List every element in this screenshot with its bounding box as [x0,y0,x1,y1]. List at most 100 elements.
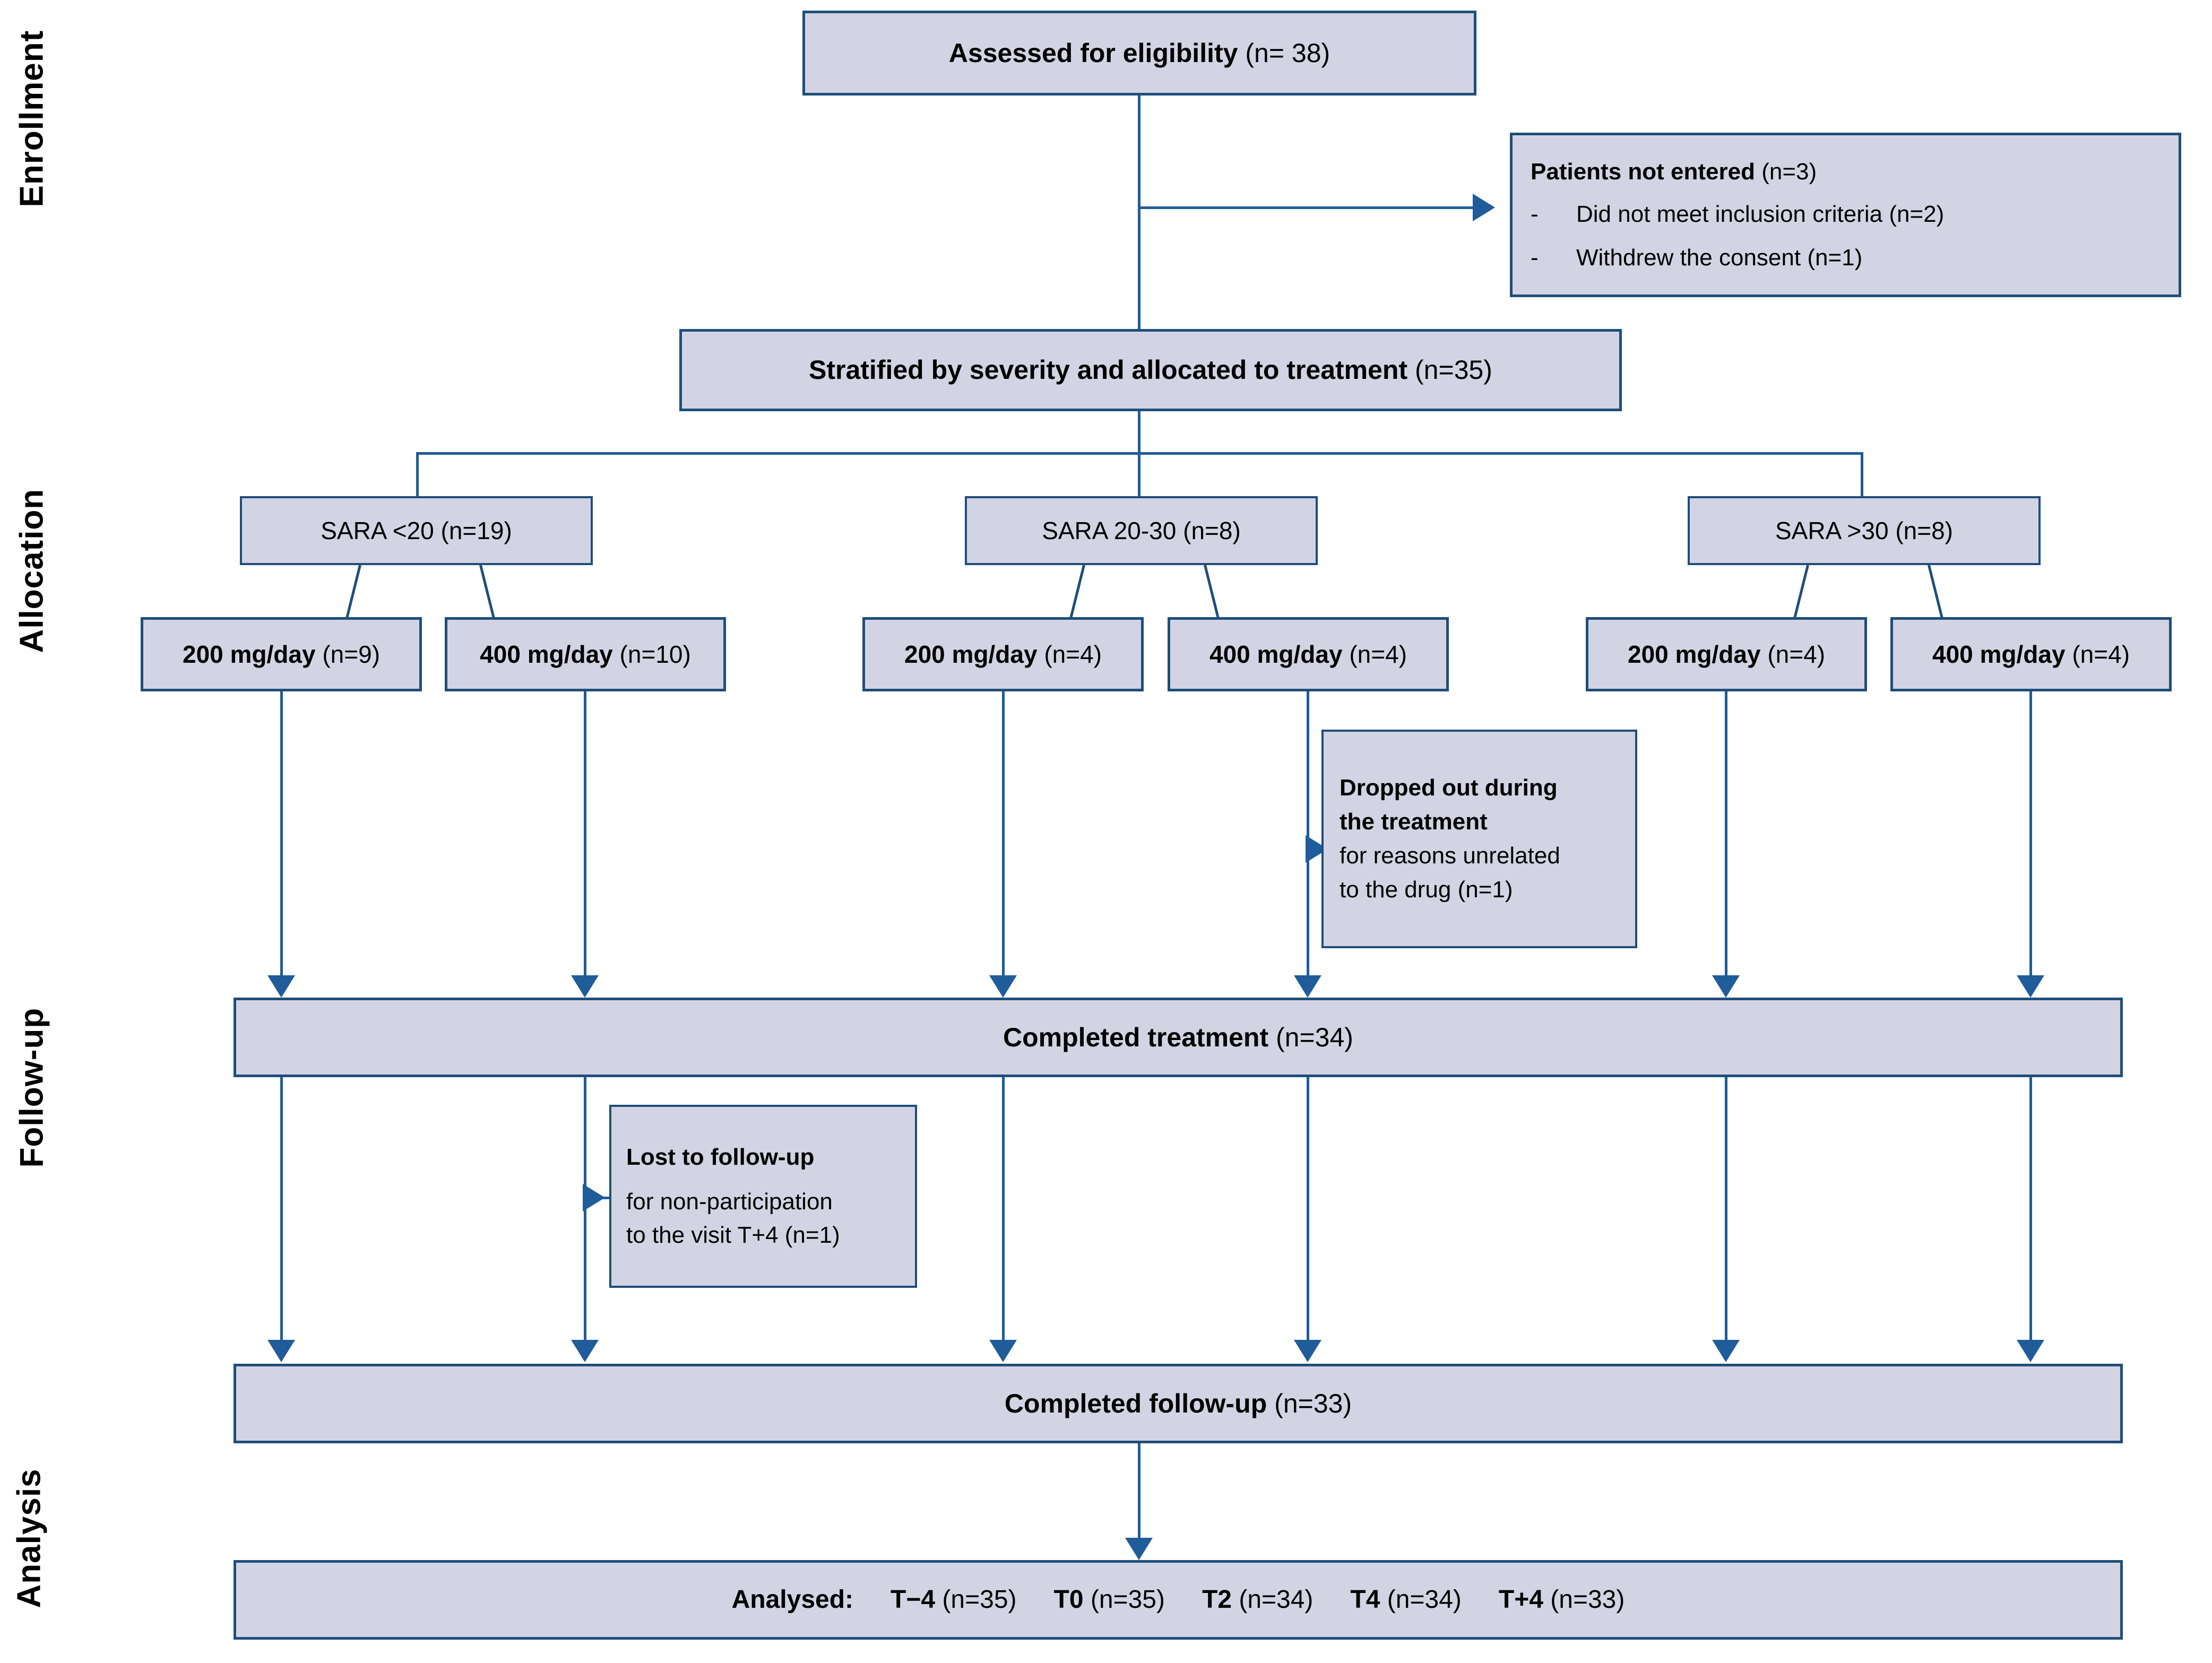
phase-label-followup: Follow-up [13,998,51,1168]
not-entered-heading: Patients not entered [1531,159,1755,185]
connector-stratified-stem [1138,411,1140,501]
bullet-dash-icon: - [1531,201,1539,228]
connector-assessed-to-stratified [1138,96,1140,329]
arrowhead-to-lost-to-followup [583,1184,605,1211]
analysed-timepoint-4: T4 (n=34) [1350,1581,1461,1618]
analysed-timepoint-1: T−4 (n=35) [891,1581,1016,1618]
list-item: - Withdrew the consent (n=1) [1531,241,2161,275]
phase-label-allocation-text: Allocation [13,488,50,653]
list-item: - Did not meet inclusion criteria (n=2) [1531,197,2161,231]
analysed-tp-4-name: T4 [1350,1586,1380,1614]
arm-1-count: (n=9) [322,640,381,668]
analysed-tp-4-count: (n=34) [1387,1586,1462,1614]
arm-5-count: (n=4) [1767,640,1826,668]
analysed-timepoint-2: T0 (n=35) [1054,1581,1165,1618]
arrowhead-ct-col-2 [571,1340,599,1362]
box-completed-treatment: Completed treatment (n=34) [234,998,2123,1077]
connector-ct-col-5 [1725,1077,1727,1342]
connector-bus-to-sara-lt-20 [416,452,419,503]
assessed-count: (n= 38) [1245,38,1330,68]
arm-6-dose: 400 mg/day [1932,640,2066,668]
lost-to-followup-line-3: to the visit T+4 (n=1) [626,1222,840,1249]
connector-ct-col-4 [1307,1077,1309,1342]
box-sara-lt-20: SARA <20 (n=19) [240,496,593,565]
connector-assessed-to-not-entered [1138,206,1475,209]
phase-label-analysis-text: Analysis [11,1468,48,1608]
box-arm-3-200mg: 200 mg/day (n=4) [862,617,1144,691]
connector-bus-to-sara-gt-30 [1861,452,1863,503]
arm-2-dose: 400 mg/day [480,640,613,668]
arm-4-count: (n=4) [1349,640,1407,668]
analysed-tp-2-name: T0 [1053,1586,1084,1614]
completed-treatment-label: Completed treatment [1003,1022,1269,1052]
sara-20-30-label: SARA 20-30 (n=8) [1042,516,1241,544]
arrowhead-arm-4 [1294,975,1321,998]
phase-label-followup-text: Follow-up [13,1007,50,1168]
analysed-tp-3-count: (n=34) [1239,1586,1314,1614]
box-arm-6-400mg: 400 mg/day (n=4) [1890,617,2172,691]
arrowhead-arm-1 [267,975,295,998]
connector-ct-col-3 [1002,1077,1005,1342]
connector-arm-5-to-completed-treatment [1725,691,1727,978]
not-entered-reason-list: - Did not meet inclusion criteria (n=2) … [1531,197,2161,275]
arm-3-dose: 200 mg/day [904,640,1038,668]
phase-label-analysis: Analysis [11,1433,48,1608]
connector-allocation-bus [416,452,1863,455]
connector-arm-2-to-completed-treatment [584,691,586,978]
box-completed-followup: Completed follow-up (n=33) [234,1364,2123,1443]
phase-label-allocation: Allocation [13,478,51,653]
not-entered-reason-2: Withdrew the consent (n=1) [1576,244,1863,271]
connector-followup-to-analysed [1138,1443,1140,1541]
analysed-tp-1-count: (n=35) [942,1586,1017,1614]
completed-followup-label: Completed follow-up [1004,1388,1267,1418]
arrowhead-ct-col-4 [1294,1340,1321,1362]
stratified-count: (n=35) [1415,355,1492,385]
arrowhead-to-analysed [1125,1538,1153,1560]
analysed-label: Analysed: [731,1586,854,1614]
arm-1-dose: 200 mg/day [182,640,316,668]
dropped-out-line-2: the treatment [1340,809,1488,835]
box-assessed-for-eligibility: Assessed for eligibility (n= 38) [802,11,1476,96]
arrowhead-ct-col-5 [1712,1340,1740,1362]
bullet-dash-icon: - [1531,244,1539,271]
connector-arm-3-to-completed-treatment [1002,691,1005,978]
box-dropped-out-during-treatment: Dropped out during the treatment for rea… [1321,730,1637,948]
arrowhead-to-not-entered [1473,194,1495,221]
lost-to-followup-line-1: Lost to follow-up [626,1144,815,1170]
connector-ct-col-6 [2029,1077,2032,1342]
analysed-tp-5-name: T+4 [1498,1586,1543,1614]
connector-arm-1-to-completed-treatment [280,691,283,978]
arrowhead-arm-5 [1712,975,1740,998]
not-entered-count: (n=3) [1761,159,1817,185]
box-lost-to-followup: Lost to follow-up for non-participation … [609,1105,917,1288]
arrowhead-ct-col-3 [989,1340,1017,1362]
box-sara-20-30: SARA 20-30 (n=8) [965,496,1318,565]
arm-2-count: (n=10) [619,640,691,668]
analysed-tp-2-count: (n=35) [1090,1586,1165,1614]
analysed-timepoint-5: T+4 (n=33) [1499,1581,1625,1618]
analysed-tp-1-name: T−4 [891,1586,936,1614]
stratified-label: Stratified by severity and allocated to … [809,355,1408,385]
arm-3-count: (n=4) [1044,640,1102,668]
box-analysed: Analysed: T−4 (n=35) T0 (n=35) T2 (n=34)… [234,1560,2123,1640]
phase-label-enrollment: Enrollment [13,30,51,207]
arrowhead-arm-6 [2017,975,2044,998]
lost-to-followup-line-2: for non-participation [626,1188,833,1215]
box-stratified-allocated: Stratified by severity and allocated to … [679,329,1622,411]
arm-6-count: (n=4) [2072,640,2130,668]
analysed-tp-5-count: (n=33) [1550,1586,1625,1614]
arm-4-dose: 400 mg/day [1209,640,1343,668]
arm-5-dose: 200 mg/day [1627,640,1761,668]
analysed-timepoint-3: T2 (n=34) [1202,1581,1313,1618]
box-patients-not-entered: Patients not entered (n=3) - Did not mee… [1510,133,2181,297]
box-sara-gt-30: SARA >30 (n=8) [1688,496,2041,565]
dropped-out-line-1: Dropped out during [1340,775,1558,801]
completed-followup-count: (n=33) [1274,1388,1352,1418]
phase-label-enrollment-text: Enrollment [13,30,50,207]
connector-arm-6-to-completed-treatment [2029,691,2032,978]
analysed-tp-3-name: T2 [1202,1586,1232,1614]
box-arm-1-200mg: 200 mg/day (n=9) [141,617,422,691]
box-arm-4-400mg: 400 mg/day (n=4) [1168,617,1449,691]
dropped-out-line-3: for reasons unrelated [1340,843,1560,869]
